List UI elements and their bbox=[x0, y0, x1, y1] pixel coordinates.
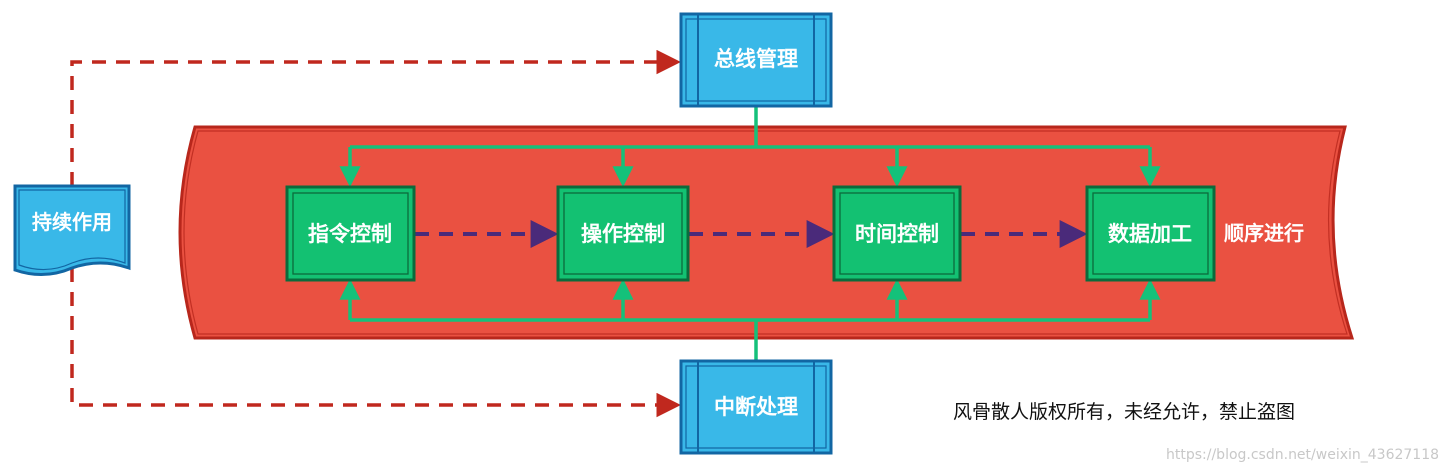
operation-control-label: 操作控制 bbox=[581, 221, 665, 246]
operation-control-node: 操作控制 bbox=[556, 185, 690, 282]
bus-management-label: 总线管理 bbox=[714, 46, 798, 71]
instruction-control-label: 指令控制 bbox=[308, 221, 392, 246]
sequential-label: 顺序进行 bbox=[1224, 221, 1304, 245]
bus-management-node: 总线管理 bbox=[679, 12, 833, 108]
interrupt-distribution-lines bbox=[339, 278, 1161, 362]
continuous-action-node: 持续作用 bbox=[13, 184, 131, 276]
continuous-action-label: 持续作用 bbox=[32, 210, 112, 234]
time-control-node: 时间控制 bbox=[832, 185, 962, 282]
copyright-notice: 风骨散人版权所有，未经允许，禁止盗图 bbox=[953, 401, 1296, 423]
data-processing-node: 数据加工 bbox=[1085, 185, 1216, 282]
bus-distribution-lines bbox=[339, 107, 1161, 188]
interrupt-handling-node: 中断处理 bbox=[679, 359, 833, 455]
continuous-action-connectors bbox=[70, 49, 681, 418]
watermark-url: https://blog.csdn.net/weixin_43627118 bbox=[1166, 447, 1440, 463]
time-control-label: 时间控制 bbox=[855, 221, 939, 246]
data-processing-label: 数据加工 bbox=[1108, 221, 1192, 246]
instruction-control-node: 指令控制 bbox=[285, 185, 416, 282]
interrupt-handling-label: 中断处理 bbox=[714, 394, 798, 419]
